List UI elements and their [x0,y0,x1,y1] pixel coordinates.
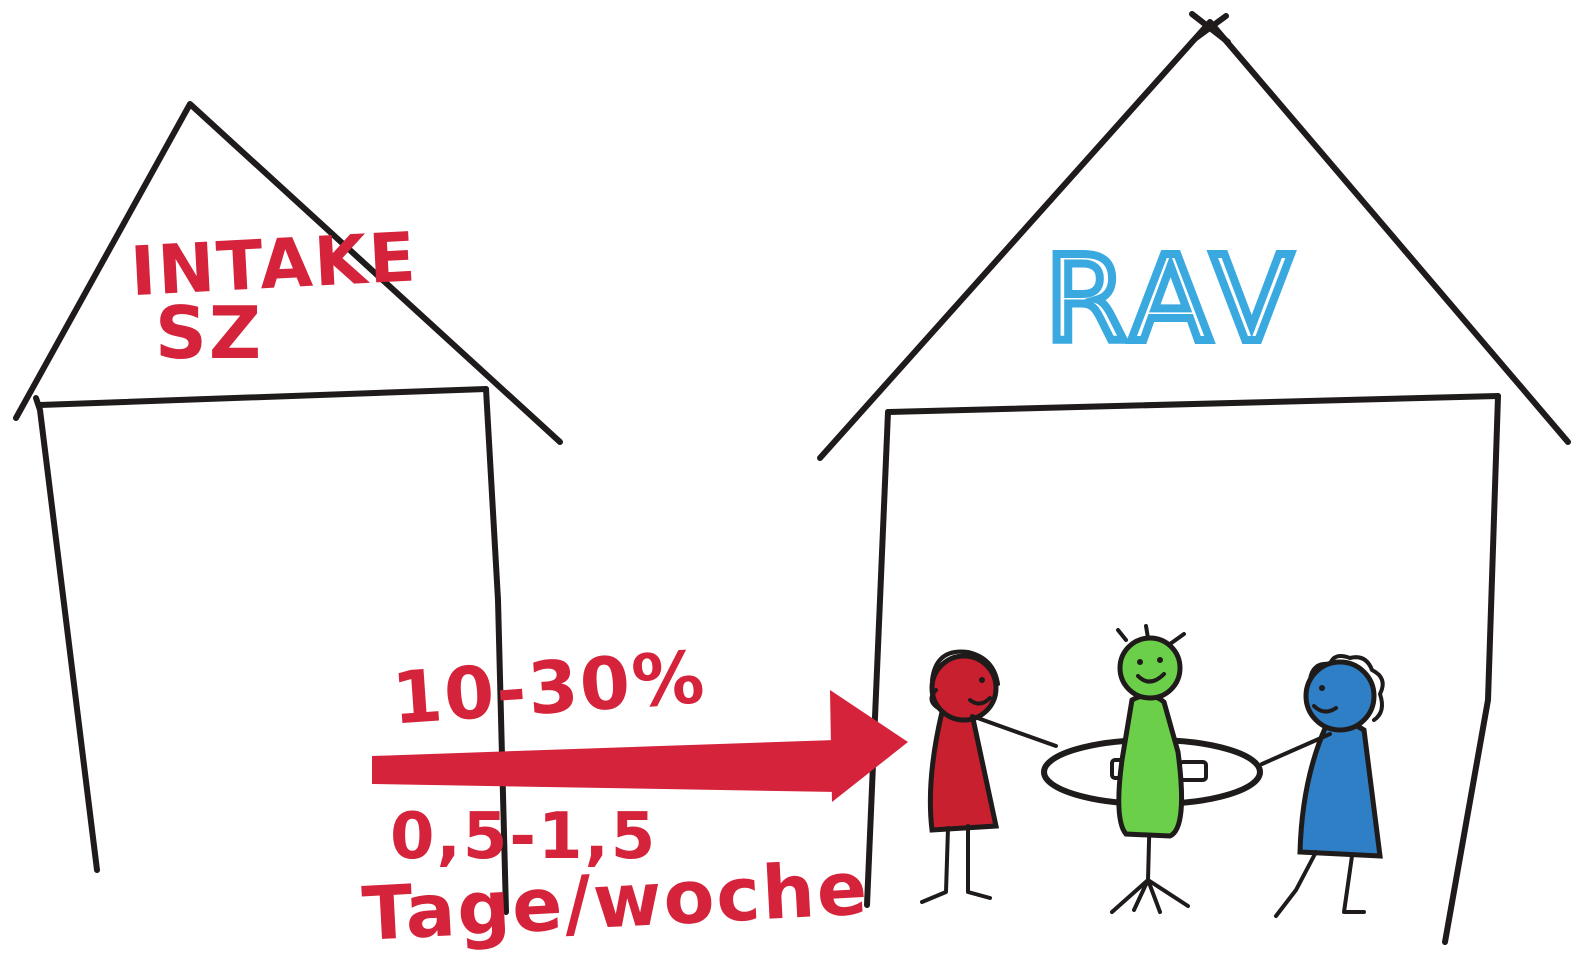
person-red-icon [922,652,1056,902]
person-blue-icon [1262,656,1383,916]
house-right-label: RAV [1045,230,1300,368]
house-left-label-line2: SZ [155,291,263,375]
person-green-icon [1118,626,1184,836]
transfer-percentage: 10-30% [389,635,709,741]
